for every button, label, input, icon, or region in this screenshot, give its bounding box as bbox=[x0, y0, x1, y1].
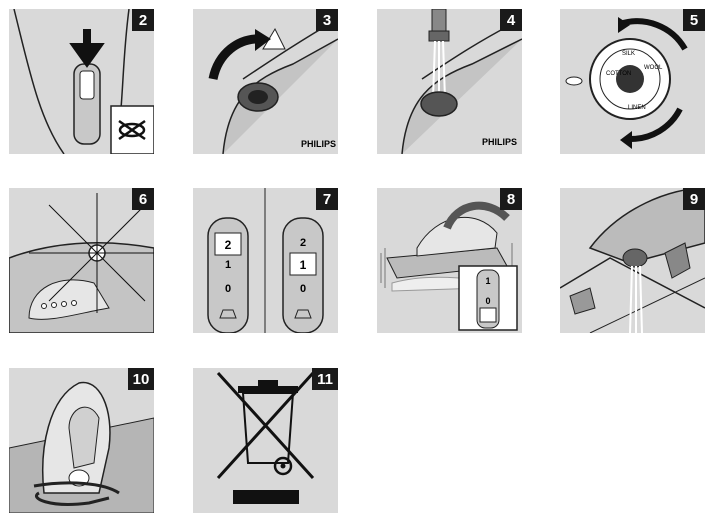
brand-label: PHILIPS bbox=[301, 139, 336, 149]
dial-label: WOOL bbox=[644, 65, 663, 71]
step-5-panel: COTTON LINEN WOOL SILK 5 bbox=[560, 9, 705, 154]
step-number-badge: 9 bbox=[683, 188, 705, 210]
step-number-badge: 5 bbox=[683, 9, 705, 31]
dial-label: SILK bbox=[622, 51, 635, 57]
step-2-panel: 2 bbox=[9, 9, 154, 154]
step-number-badge: 4 bbox=[500, 9, 522, 31]
step-8-panel: 1 0 8 bbox=[377, 188, 522, 333]
step-number-badge: 11 bbox=[312, 368, 338, 390]
step-6-panel: 6 bbox=[9, 188, 154, 333]
step-number-badge: 3 bbox=[316, 9, 338, 31]
step-9-panel: 9 bbox=[560, 188, 705, 333]
dial-label: LINEN bbox=[628, 105, 646, 111]
gauge-mark: 1 bbox=[485, 276, 490, 286]
step-number-badge: 6 bbox=[132, 188, 154, 210]
gauge-mark: 2 bbox=[225, 238, 232, 252]
step-4-panel: PHILIPS 4 bbox=[377, 9, 522, 154]
gauge-mark: 1 bbox=[225, 259, 231, 271]
gauge-mark: 0 bbox=[225, 283, 231, 295]
step-number-badge: 10 bbox=[128, 368, 154, 390]
brand-label: PHILIPS bbox=[482, 137, 517, 147]
step-10-panel: 10 bbox=[9, 368, 154, 513]
step-number-badge: 2 bbox=[132, 9, 154, 31]
step-number-badge: 8 bbox=[500, 188, 522, 210]
step-number-badge: 7 bbox=[316, 188, 338, 210]
step-7-panel: 2 1 0 2 1 0 7 bbox=[193, 188, 338, 333]
gauge-mark: 2 bbox=[300, 237, 306, 249]
dial-label: COTTON bbox=[606, 71, 631, 77]
gauge-mark: 0 bbox=[300, 283, 306, 295]
step-3-panel: PHILIPS 3 bbox=[193, 9, 338, 154]
gauge-mark: 1 bbox=[300, 258, 307, 272]
gauge-mark: 0 bbox=[485, 296, 490, 306]
step-11-panel: 11 bbox=[193, 368, 338, 513]
